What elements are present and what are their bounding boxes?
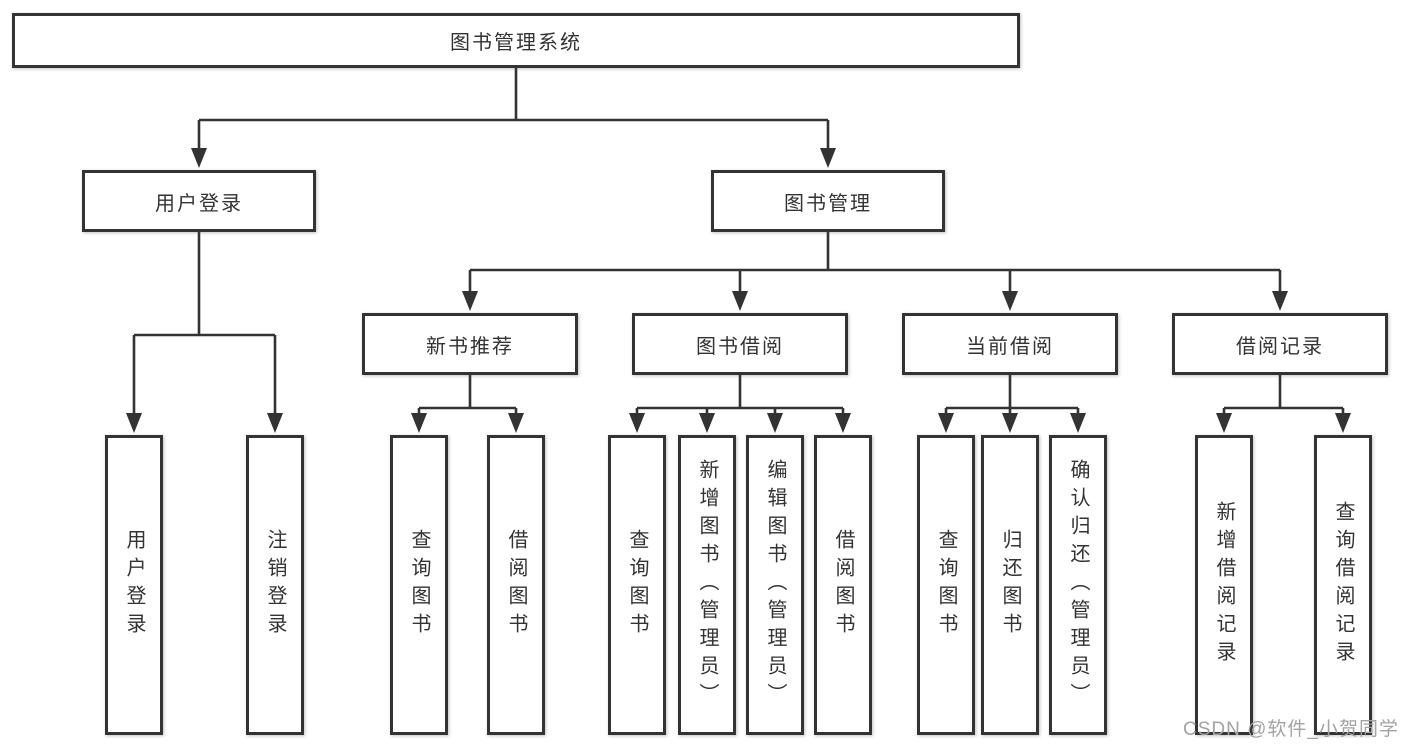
leaf-records-query-record: 查询借阅记录 xyxy=(1314,435,1372,735)
arrowhead-icon xyxy=(508,413,524,433)
arrowhead-icon xyxy=(462,291,478,311)
leaf-current-confirm-return-admin: 确认归还（管理员） xyxy=(1049,435,1107,735)
arrowhead-icon xyxy=(732,291,748,311)
arrowhead-icon xyxy=(699,413,715,433)
arrowhead-icon xyxy=(629,413,645,433)
arrowhead-icon xyxy=(938,413,954,433)
arrowhead-icon xyxy=(1070,413,1086,433)
connector-path xyxy=(132,68,1345,417)
arrowhead-icon xyxy=(191,148,207,168)
arrowhead-icon xyxy=(126,413,142,433)
arrowhead-icon xyxy=(1216,413,1232,433)
arrowhead-icon xyxy=(1272,291,1288,311)
node-book-management-branch: 图书管理 xyxy=(711,170,945,232)
node-user-login-branch: 用户登录 xyxy=(82,170,316,232)
arrowhead-icon xyxy=(835,413,851,433)
leaf-user-login: 用户登录 xyxy=(105,435,163,735)
arrowhead-icon xyxy=(820,148,836,168)
node-book-borrow: 图书借阅 xyxy=(632,313,848,375)
leaf-borrow-edit-books-admin: 编辑图书（管理员） xyxy=(746,435,804,735)
leaf-current-query-books: 查询图书 xyxy=(917,435,975,735)
leaf-recommend-borrow-books: 借阅图书 xyxy=(487,435,545,735)
arrowhead-icon xyxy=(767,413,783,433)
leaf-records-add-record: 新增借阅记录 xyxy=(1195,435,1253,735)
node-root: 图书管理系统 xyxy=(12,13,1020,68)
arrowhead-icon xyxy=(1002,291,1018,311)
watermark-text: CSDN @软件_小贺同学 xyxy=(1183,719,1399,740)
node-borrow-records: 借阅记录 xyxy=(1172,313,1388,375)
arrowhead-icon xyxy=(1335,413,1351,433)
leaf-logout: 注销登录 xyxy=(246,435,304,735)
leaf-current-return-books: 归还图书 xyxy=(981,435,1039,735)
leaf-borrow-borrow-books: 借阅图书 xyxy=(814,435,872,735)
leaf-recommend-query-books: 查询图书 xyxy=(390,435,448,735)
node-current-borrow: 当前借阅 xyxy=(902,313,1118,375)
node-new-book-recommend: 新书推荐 xyxy=(362,313,578,375)
arrowhead-icon xyxy=(267,413,283,433)
leaf-borrow-add-books-admin: 新增图书（管理员） xyxy=(678,435,736,735)
leaf-borrow-query-books: 查询图书 xyxy=(608,435,666,735)
arrowhead-icon xyxy=(411,413,427,433)
arrowhead-icon xyxy=(1002,413,1018,433)
